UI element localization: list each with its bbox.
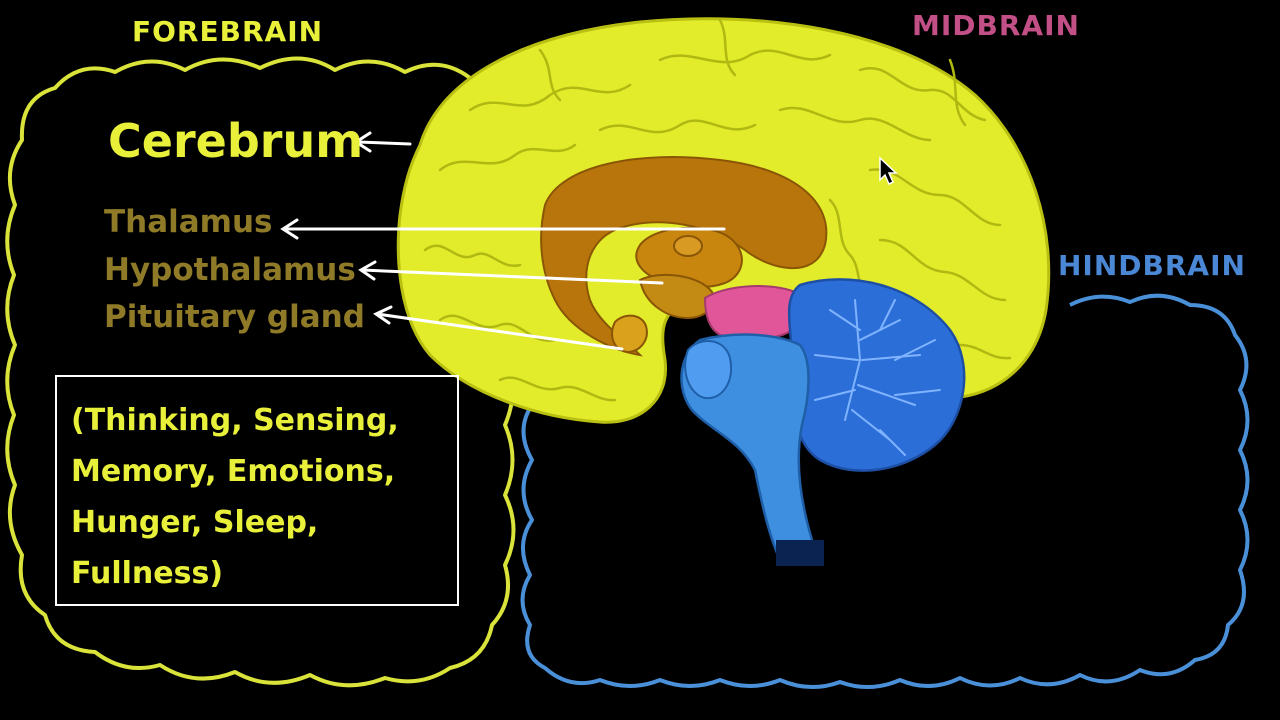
corpus-callosum-shape [540,156,828,357]
mouse-cursor-icon [879,156,898,186]
hindbrain-cloud-outline [520,293,1250,689]
forebrain-title: FOREBRAIN [132,15,324,48]
thalamus-label: Thalamus [104,204,273,240]
function-line: Hunger, Sleep, [71,505,319,540]
forebrain-functions-text: (Thinking, Sensing, Memory, Emotions, Hu… [71,395,399,599]
pons-bulge [684,339,733,400]
cerebellum-folia [814,299,941,456]
cerebrum-label: Cerebrum [108,114,364,168]
forebrain-functions-box: (Thinking, Sensing, Memory, Emotions, Hu… [55,375,459,606]
midbrain-title: MIDBRAIN [912,9,1080,42]
pituitary-gland-label: Pituitary gland [104,299,365,335]
function-line: Memory, Emotions, [71,454,396,489]
pituitary-arrow [375,312,624,351]
cerebrum-arrow [356,140,412,146]
label-arrows [280,131,726,351]
function-line: (Thinking, Sensing, [71,403,399,438]
pituitary-shape [611,314,648,354]
forebrain-cloud-outline [5,56,516,688]
hindbrain-title: HINDBRAIN [1058,249,1246,282]
function-line: Fullness) [71,556,224,591]
thalamus-mass [673,235,703,257]
hypothalamus-arrow [360,268,664,285]
spinal-cord-end [776,540,824,566]
hypothalamus-label: Hypothalamus [104,252,356,288]
